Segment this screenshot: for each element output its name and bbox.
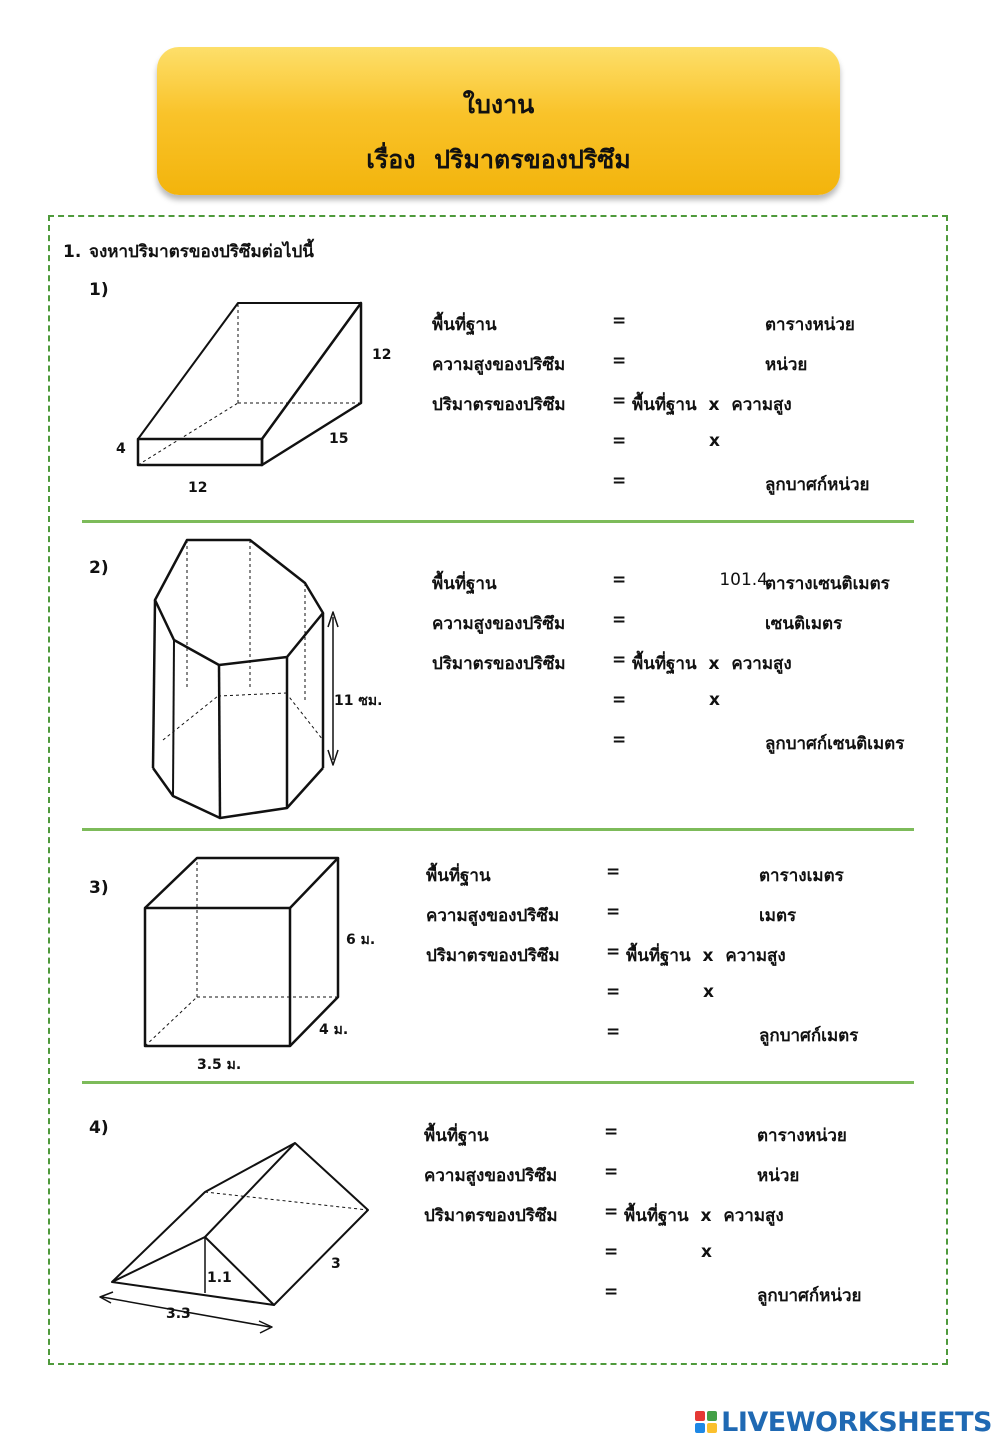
p2-base-area-unit: ตารางเซนติเมตร: [765, 574, 890, 594]
p4-volume-unit: ลูกบาศก์หน่วย: [757, 1286, 862, 1306]
p1-thickness-label: 4: [116, 441, 126, 457]
title-banner: ใบงาน เรื่อง ปริมาตรของปริซึม: [157, 47, 840, 195]
equals-sign: =: [612, 351, 627, 371]
section-divider: [82, 520, 914, 523]
times-sign: x: [701, 1242, 712, 1262]
prism-height-label: ความสูงของปริซึม: [424, 1166, 558, 1186]
times-sign: x: [709, 431, 720, 451]
p2-volume-unit: ลูกบาศก์เซนติเมตร: [765, 734, 905, 754]
p3-volume-unit: ลูกบาศก์เมตร: [759, 1026, 859, 1046]
p1-base-area-unit: ตารางหน่วย: [765, 315, 855, 335]
p3-height-label: 6 ม.: [346, 932, 375, 948]
equals-sign: =: [612, 570, 627, 590]
prism-height-label: ความสูงของปริซึม: [432, 355, 566, 375]
p2-height-unit: เซนติเมตร: [765, 614, 843, 634]
prism-volume-label: ปริมาตรของปริซึม: [432, 654, 566, 674]
equals-sign: =: [612, 730, 627, 750]
volume-formula: พื้นที่ฐาน x ความสูง: [624, 1206, 784, 1226]
section-divider: [82, 1081, 914, 1084]
p1-width-label: 12: [188, 480, 207, 496]
logo-text: LIVEWORKSHEETS: [721, 1406, 992, 1438]
equals-sign: =: [604, 1242, 619, 1262]
problem-4-number: 4): [89, 1118, 109, 1138]
equals-sign: =: [604, 1162, 619, 1182]
triangular-prism-shape: [99, 1142, 369, 1334]
problem-2-number: 2): [89, 558, 109, 578]
p4-base-area-unit: ตารางหน่วย: [757, 1126, 847, 1146]
p3-base-area-unit: ตารางเมตร: [759, 866, 844, 886]
equals-sign: =: [606, 942, 621, 962]
prism-volume-label: ปริมาตรของปริซึม: [424, 1206, 558, 1226]
wedge-prism-shape: [136, 301, 363, 467]
prism-volume-label: ปริมาตรของปริซึม: [432, 395, 566, 415]
equals-sign: =: [606, 862, 621, 882]
p1-volume-unit: ลูกบาศก์หน่วย: [765, 475, 870, 495]
equals-sign: =: [604, 1122, 619, 1142]
prism-height-label: ความสูงของปริซึม: [432, 614, 566, 634]
equals-sign: =: [604, 1202, 619, 1222]
p2-height-label: 11 ซม.: [334, 693, 382, 709]
p4-tri-height-label: 1.1: [207, 1270, 232, 1286]
section-divider: [82, 828, 914, 831]
base-area-label: พื้นที่ฐาน: [432, 315, 497, 335]
times-sign: x: [709, 690, 720, 710]
equals-sign: =: [612, 690, 627, 710]
equals-sign: =: [606, 982, 621, 1002]
p4-height-unit: หน่วย: [757, 1166, 800, 1186]
equals-sign: =: [604, 1282, 619, 1302]
volume-formula: พื้นที่ฐาน x ความสูง: [632, 395, 792, 415]
equals-sign: =: [612, 431, 627, 451]
logo-squares-icon: [695, 1411, 718, 1433]
base-area-label: พื้นที่ฐาน: [424, 1126, 489, 1146]
times-sign: x: [703, 982, 714, 1002]
problem-3-number: 3): [89, 878, 109, 898]
prism-volume-label: ปริมาตรของปริซึม: [426, 946, 560, 966]
p1-height-label: 12: [372, 347, 391, 363]
p2-base-area-value: 101.4: [719, 570, 768, 590]
cuboid-shape: [143, 856, 340, 1048]
problem-1-number: 1): [89, 280, 109, 300]
p1-depth-label: 15: [329, 431, 348, 447]
p3-height-unit: เมตร: [759, 906, 797, 926]
equals-sign: =: [612, 471, 627, 491]
volume-formula: พื้นที่ฐาน x ความสูง: [632, 654, 792, 674]
worksheet-subtitle: เรื่อง ปริมาตรของปริซึม: [366, 145, 631, 174]
p3-width-label: 3.5 ม.: [197, 1057, 241, 1073]
worksheet-frame: [48, 215, 948, 1365]
p3-depth-label: 4 ม.: [319, 1022, 348, 1038]
instruction-number: 1.: [63, 242, 82, 262]
instruction-text: จงหาปริมาตรของปริซึมต่อไปนี้: [89, 242, 314, 262]
equals-sign: =: [612, 650, 627, 670]
equals-sign: =: [606, 1022, 621, 1042]
worksheet-title: ใบงาน: [462, 90, 535, 119]
volume-formula: พื้นที่ฐาน x ความสูง: [626, 946, 786, 966]
equals-sign: =: [612, 610, 627, 630]
equals-sign: =: [606, 902, 621, 922]
p4-length-label: 3: [331, 1256, 341, 1272]
p4-base-label: 3.3: [166, 1306, 191, 1322]
octagonal-prism-shape: [151, 538, 339, 820]
prism-height-label: ความสูงของปริซึม: [426, 906, 560, 926]
equals-sign: =: [612, 311, 627, 331]
instruction: 1. จงหาปริมาตรของปริซึมต่อไปนี้: [63, 238, 314, 265]
base-area-label: พื้นที่ฐาน: [432, 574, 497, 594]
base-area-label: พื้นที่ฐาน: [426, 866, 491, 886]
p1-height-unit: หน่วย: [765, 355, 808, 375]
liveworksheets-logo[interactable]: LIVEWORKSHEETS: [695, 1405, 992, 1439]
equals-sign: =: [612, 391, 627, 411]
